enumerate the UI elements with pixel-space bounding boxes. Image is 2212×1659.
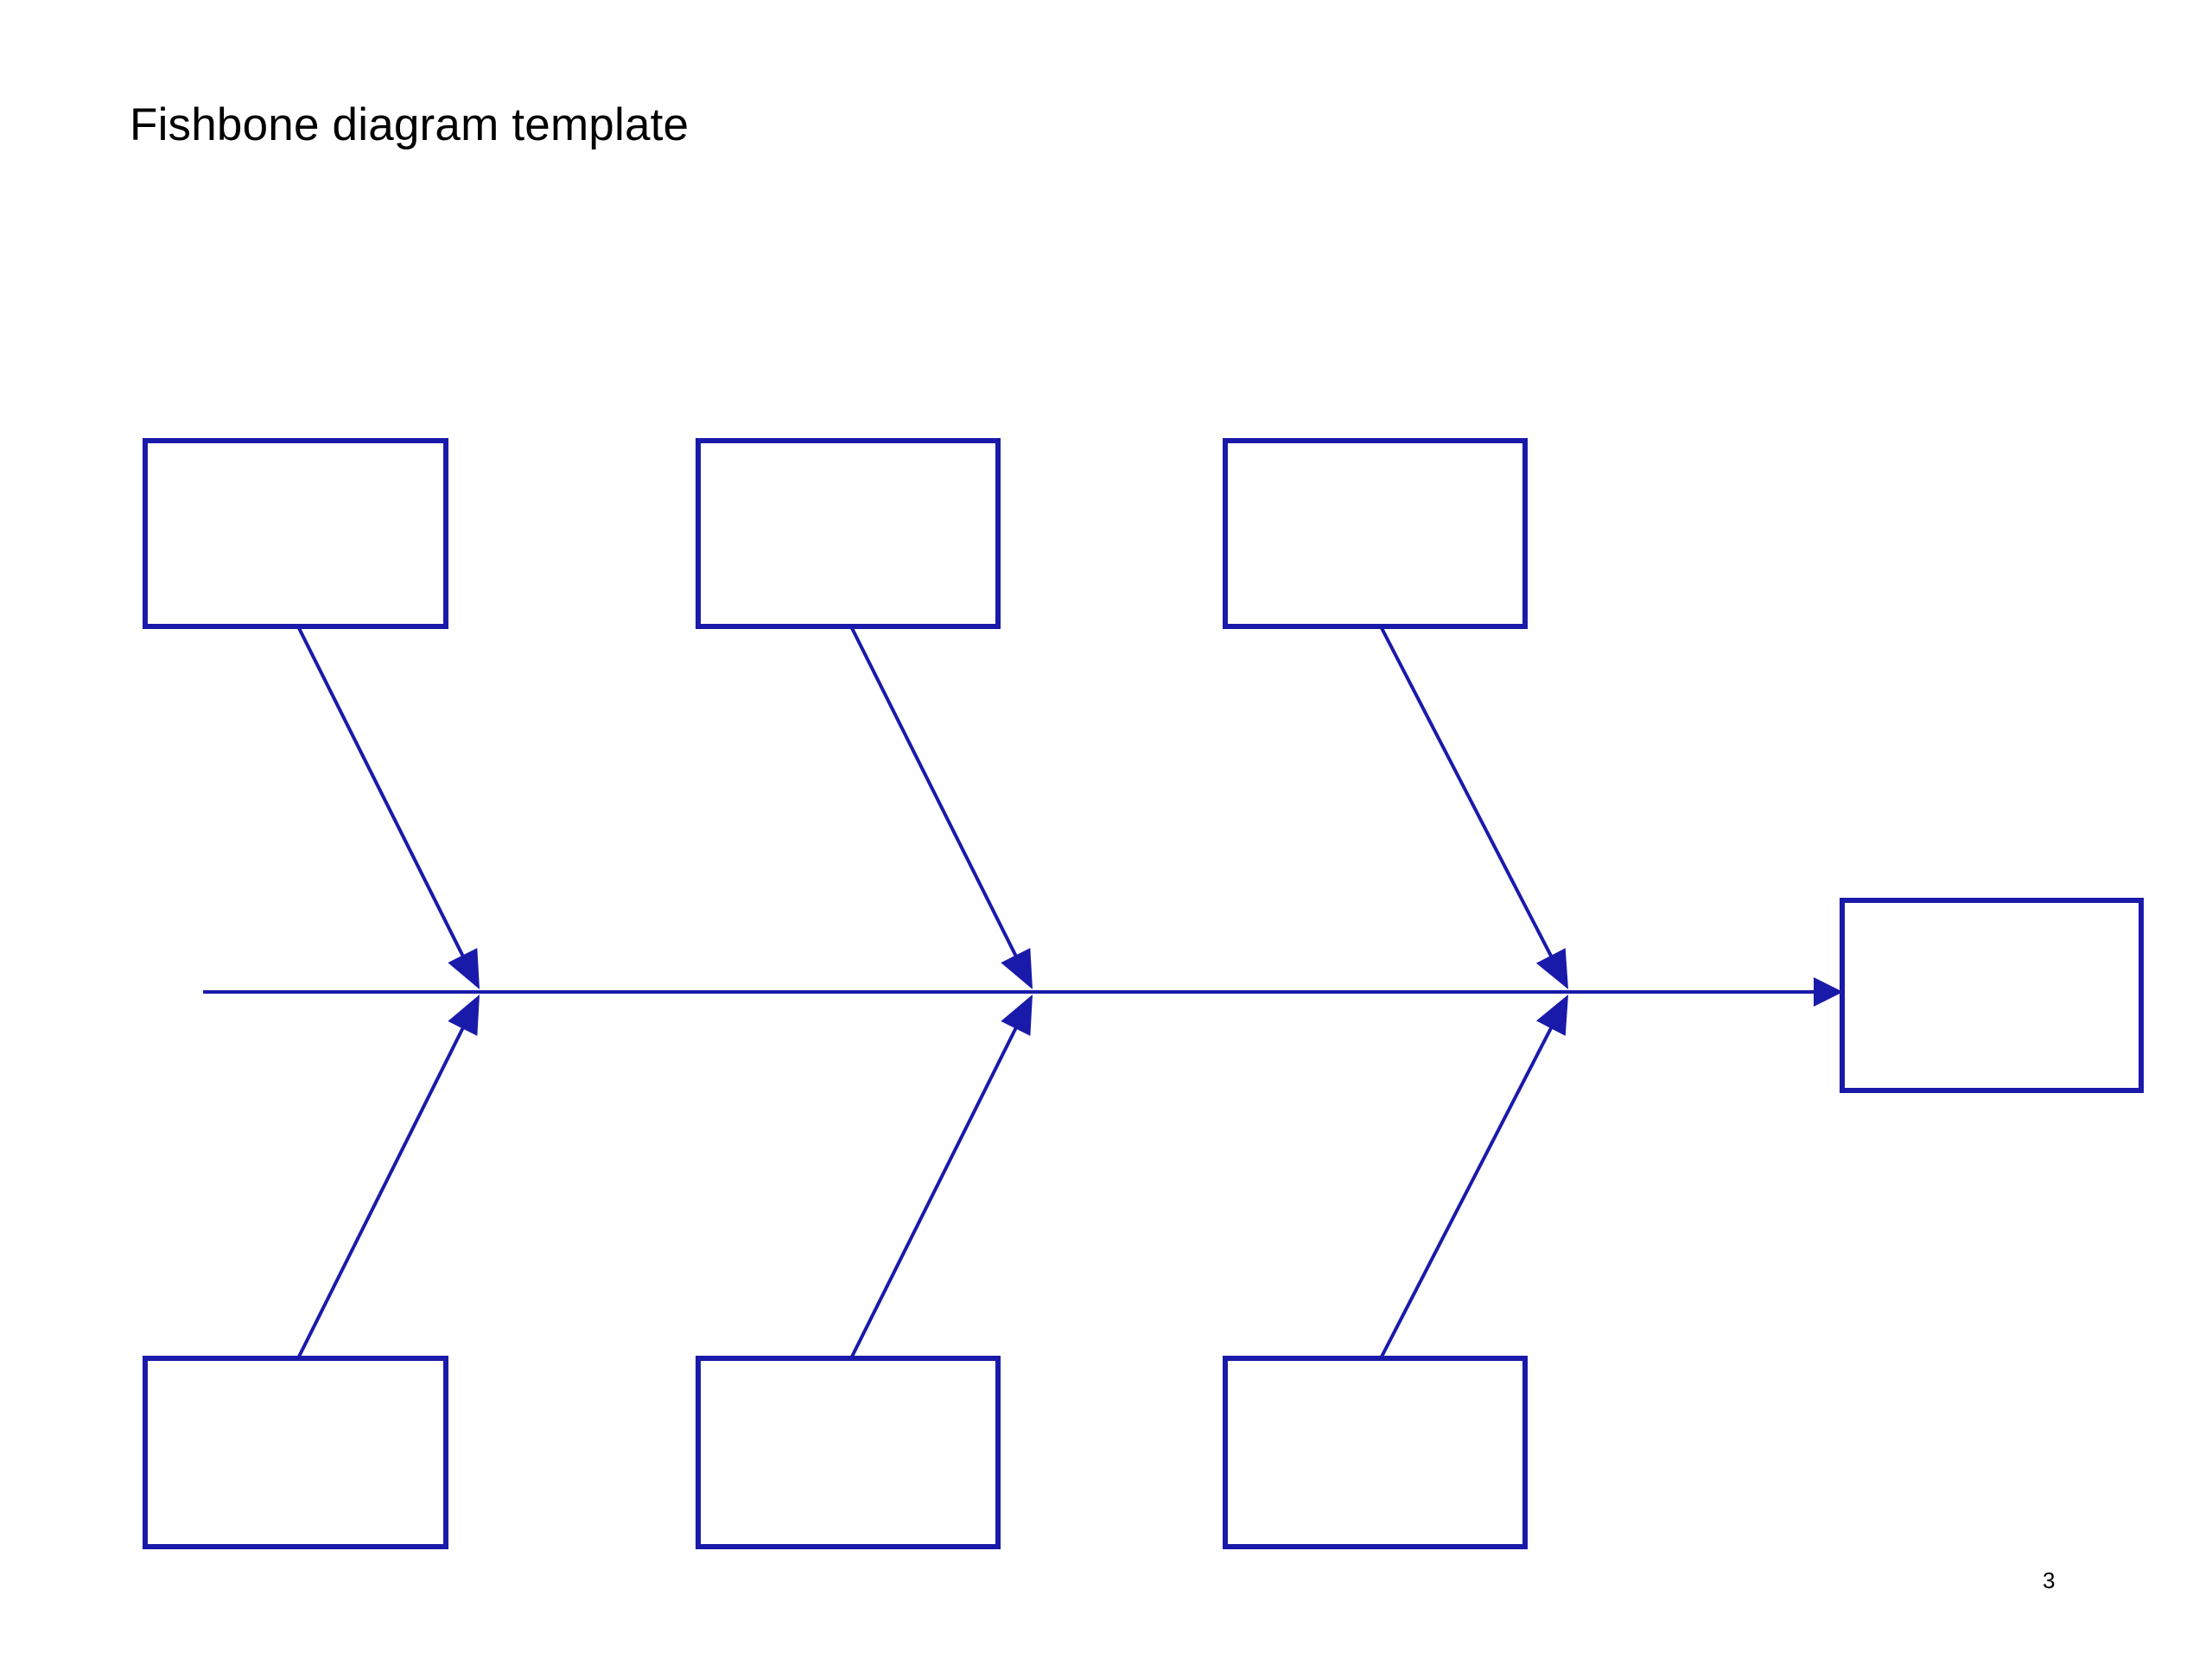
cause-box-top-middle[interactable] (696, 438, 1001, 629)
page-title: Fishbone diagram template (130, 99, 690, 150)
cause-box-top-right[interactable] (1223, 438, 1528, 629)
cause-box-bottom-right[interactable] (1223, 1356, 1528, 1549)
bone-arrow-head-cause-box-top-middle (1001, 948, 1033, 989)
bone-arrow-head-cause-box-bottom-right (1535, 995, 1568, 1036)
bones-layer (296, 626, 1568, 1359)
bone-arrow-head-cause-box-top-right (1535, 948, 1568, 989)
cause-box-top-right-rect[interactable] (1223, 438, 1528, 629)
cause-box-top-left-rect[interactable] (143, 438, 448, 629)
cause-box-top-left[interactable] (143, 438, 448, 629)
page-number: 3 (2043, 1567, 2056, 1593)
spine-arrow-head (1814, 977, 1843, 1007)
bone-line-cause-box-top-middle (849, 626, 1020, 962)
boxes-layer (143, 438, 2144, 1549)
effect-box-rect[interactable] (1840, 898, 2144, 1093)
effect-box[interactable] (1840, 898, 2144, 1093)
bone-arrow-head-cause-box-bottom-middle (1001, 995, 1033, 1036)
cause-box-bottom-middle[interactable] (696, 1356, 1001, 1549)
bone-arrow-head-cause-box-top-left (448, 948, 480, 989)
cause-box-bottom-left[interactable] (143, 1356, 448, 1549)
spine-layer (203, 977, 1843, 1007)
bone-line-cause-box-bottom-middle (849, 1022, 1020, 1359)
cause-box-bottom-middle-rect[interactable] (696, 1356, 1001, 1549)
cause-box-top-middle-rect[interactable] (696, 438, 1001, 629)
bone-line-cause-box-top-left (296, 626, 467, 962)
bone-line-cause-box-bottom-left (296, 1022, 467, 1359)
cause-box-bottom-left-rect[interactable] (143, 1356, 448, 1549)
bone-arrow-head-cause-box-bottom-left (448, 995, 480, 1036)
cause-box-bottom-right-rect[interactable] (1223, 1356, 1528, 1549)
bone-line-cause-box-top-right (1379, 626, 1555, 962)
bone-line-cause-box-bottom-right (1379, 1022, 1555, 1359)
